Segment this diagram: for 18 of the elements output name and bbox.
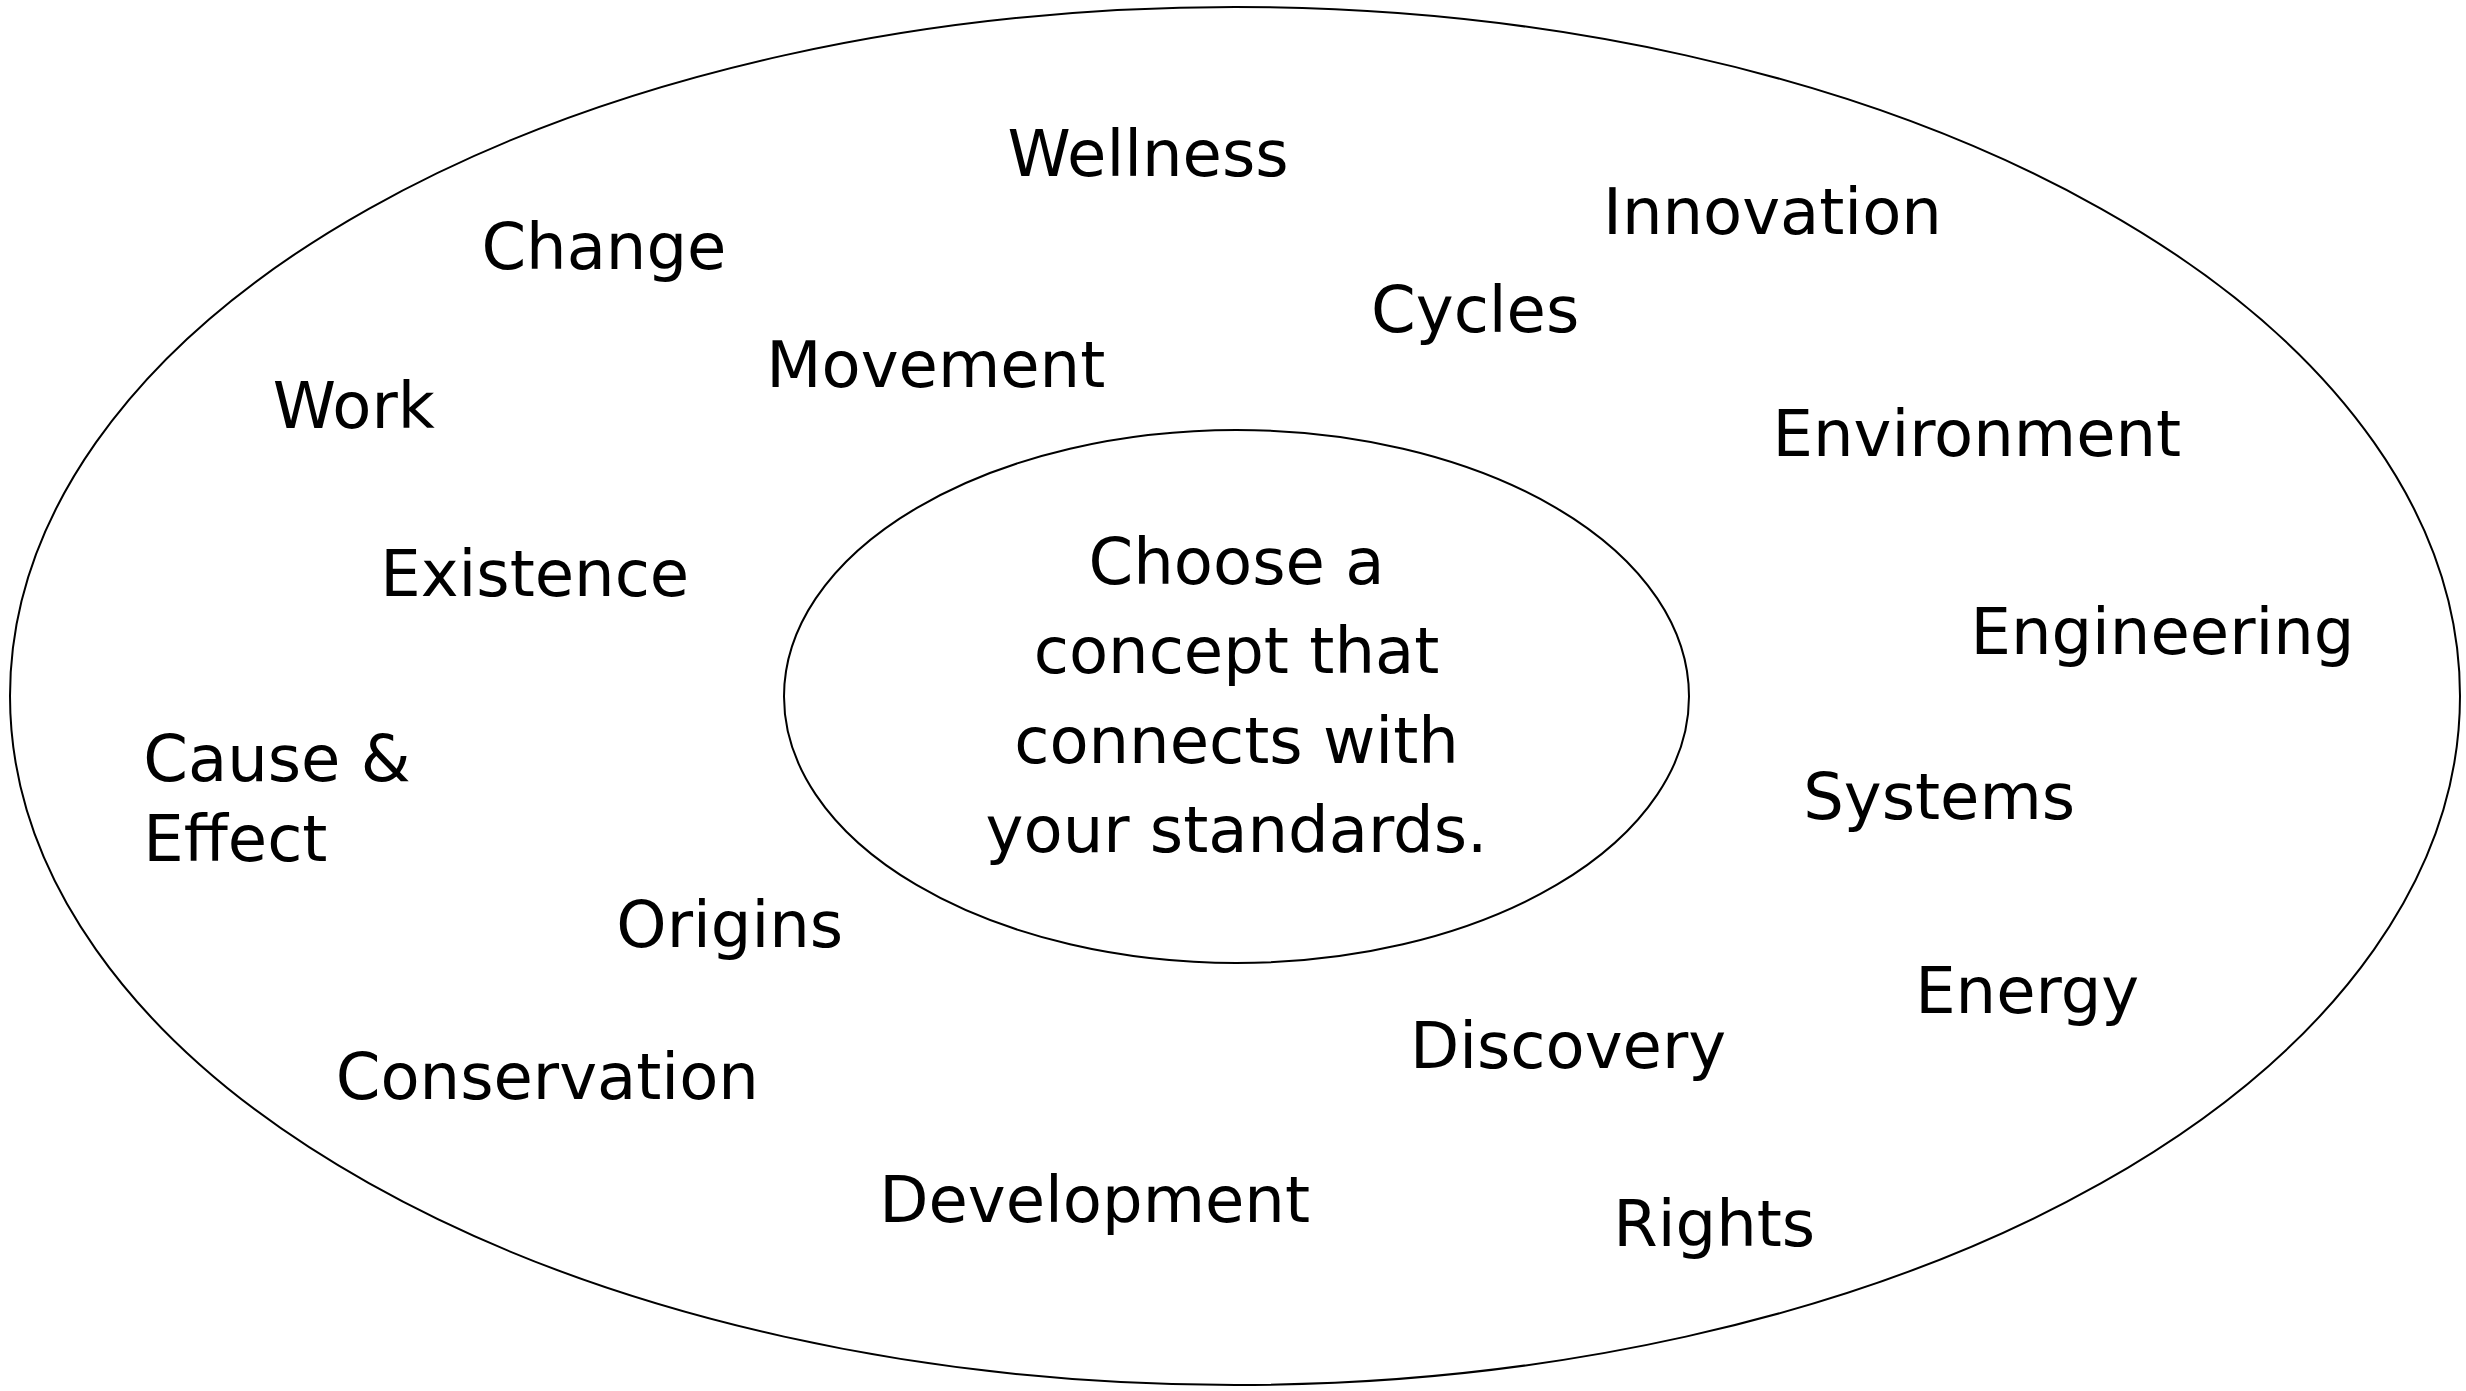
concept-word: Existence [380, 536, 690, 614]
concept-word: Discovery [1409, 1007, 1727, 1085]
concept-word: Wellness [1007, 116, 1289, 194]
concept-word: Development [879, 1161, 1310, 1239]
concept-word: Systems [1803, 759, 2076, 837]
center-prompt-text: Choose a concept that connects with your standards. [984, 523, 1489, 870]
concept-word: Conservation [335, 1039, 759, 1117]
concept-word: Innovation [1603, 174, 1942, 252]
concept-word: Engineering [1970, 594, 2355, 672]
concept-word: Cycles [1371, 271, 1580, 349]
concept-word: Movement [766, 326, 1106, 404]
concept-word: Change [481, 208, 727, 286]
concept-word: Rights [1613, 1185, 1816, 1263]
concept-word: Cause & Effect [143, 720, 412, 878]
concept-word: Energy [1915, 952, 2140, 1030]
concept-word: Environment [1772, 396, 2182, 474]
concept-word: Origins [616, 886, 844, 964]
concept-word: Work [272, 367, 435, 445]
